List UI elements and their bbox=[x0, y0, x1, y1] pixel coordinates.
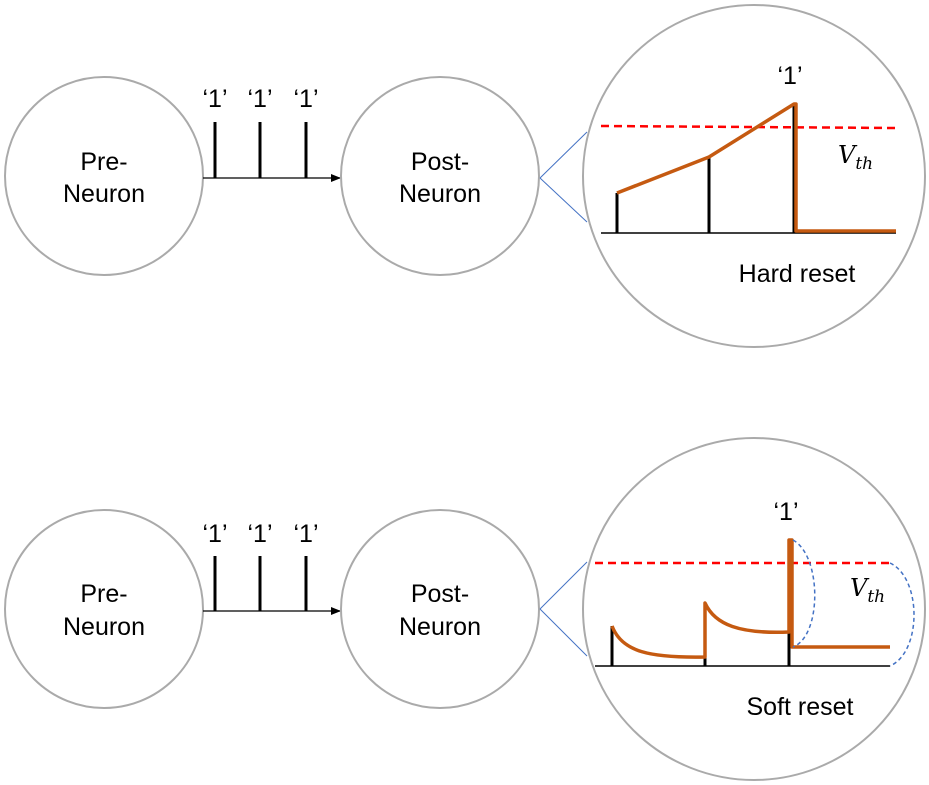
pre-neuron-label-line2: Neuron bbox=[63, 180, 145, 208]
input-spike-label: ‘1’ bbox=[293, 85, 318, 113]
zoom-line bbox=[539, 608, 588, 657]
threshold-line bbox=[600, 124, 897, 130]
output-spike-label: ‘1’ bbox=[773, 498, 798, 526]
pre-neuron-label-line1: Pre- bbox=[80, 580, 127, 608]
post-neuron: Post- Neuron bbox=[340, 509, 540, 709]
input-spike-train: ‘1’ ‘1’ ‘1’ bbox=[202, 85, 341, 182]
pre-neuron-label-line2: Neuron bbox=[63, 613, 145, 641]
post-neuron-label-line1: Post- bbox=[411, 148, 469, 176]
zoom-line bbox=[539, 561, 588, 610]
zoom-line bbox=[539, 131, 588, 179]
input-spike-label: ‘1’ bbox=[202, 85, 227, 113]
input-spike-label: ‘1’ bbox=[247, 520, 272, 548]
input-spike-label: ‘1’ bbox=[202, 520, 227, 548]
reset-type-label: Soft reset bbox=[747, 693, 854, 721]
post-neuron-label-line2: Neuron bbox=[399, 613, 481, 641]
membrane-zoom: ‘1’ Vth Hard reset bbox=[582, 4, 926, 348]
zoom-circle bbox=[582, 437, 926, 781]
zoom-line bbox=[539, 177, 588, 223]
membrane-zoom: ‘1’ Vth Soft reset bbox=[582, 437, 926, 781]
pre-neuron: Pre- Neuron bbox=[4, 76, 204, 276]
soft-reset-panel: Pre- Neuron ‘1’ ‘1’ ‘1’ Post- Neuron bbox=[4, 437, 926, 781]
pre-neuron-circle bbox=[4, 76, 204, 276]
input-spike-label: ‘1’ bbox=[293, 520, 318, 548]
membrane-potential-trace bbox=[610, 538, 890, 659]
pre-neuron: Pre- Neuron bbox=[4, 509, 204, 709]
input-spike-train: ‘1’ ‘1’ ‘1’ bbox=[202, 520, 341, 615]
post-neuron: Post- Neuron bbox=[340, 76, 540, 276]
reset-type-label: Hard reset bbox=[739, 260, 856, 288]
membrane-potential-trace bbox=[616, 102, 896, 233]
post-neuron-label-line2: Neuron bbox=[399, 180, 481, 208]
zoom-circle bbox=[582, 4, 926, 348]
pre-neuron-circle bbox=[4, 509, 204, 709]
threshold-height-arc bbox=[889, 562, 915, 667]
hard-reset-panel: Pre- Neuron ‘1’ ‘1’ ‘1’ Post- Neuron bbox=[4, 4, 926, 348]
pre-neuron-label-line1: Pre- bbox=[80, 148, 127, 176]
output-spike-label: ‘1’ bbox=[777, 62, 802, 90]
post-neuron-label-line1: Post- bbox=[411, 580, 469, 608]
input-spike-label: ‘1’ bbox=[247, 85, 272, 113]
post-neuron-circle bbox=[340, 509, 540, 709]
post-neuron-circle bbox=[340, 76, 540, 276]
threshold-label: Vth bbox=[850, 574, 885, 607]
threshold-label: Vth bbox=[838, 141, 873, 174]
